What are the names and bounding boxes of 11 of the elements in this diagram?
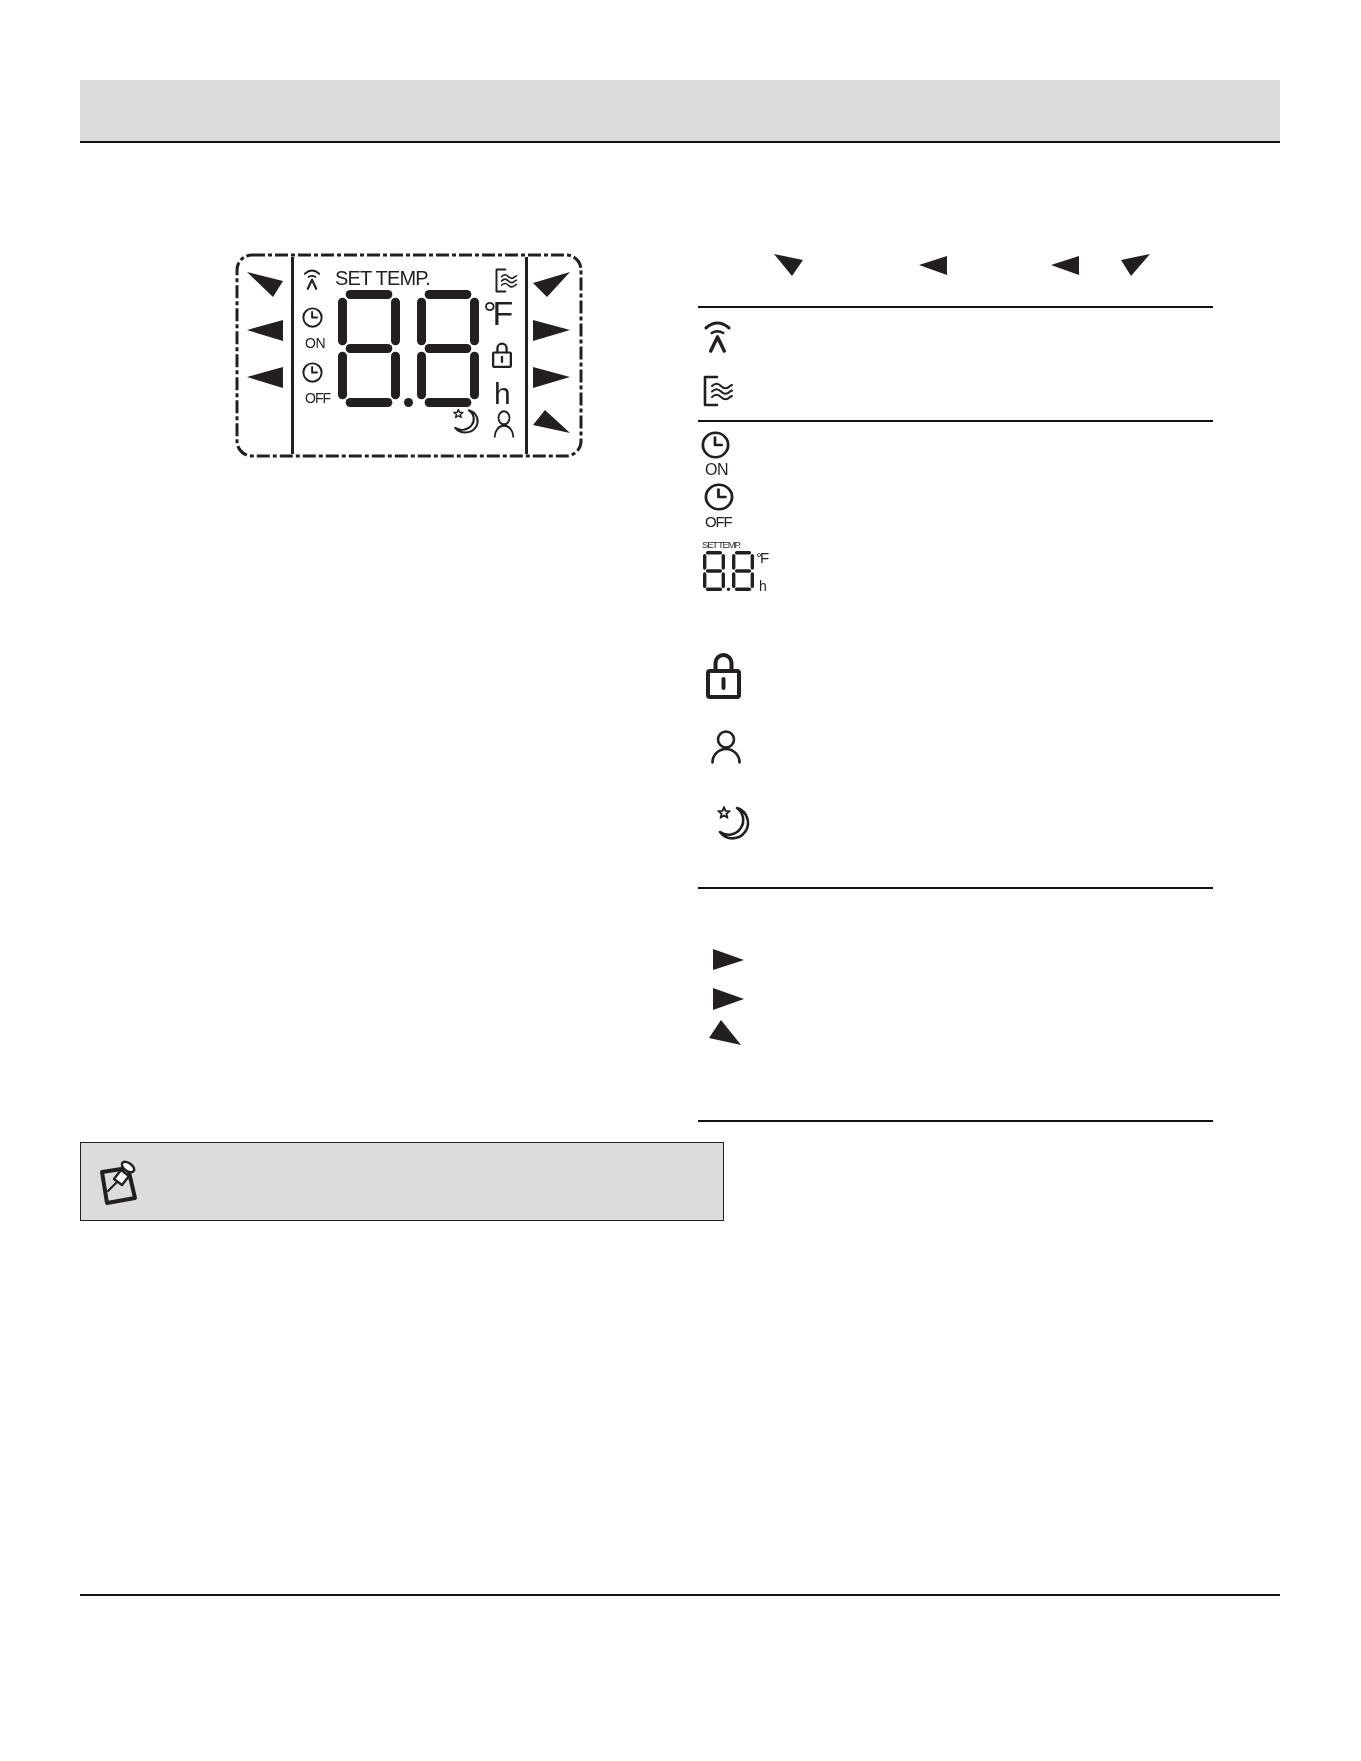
on-label: ON bbox=[705, 462, 728, 478]
fahrenheit-unit-label: °F bbox=[756, 550, 768, 565]
off-label: OFF bbox=[305, 391, 330, 405]
off-label: OFF bbox=[705, 514, 732, 529]
fahrenheit-unit-label: °F bbox=[483, 296, 510, 330]
lcd-display-panel bbox=[235, 253, 583, 458]
hour-unit-label: h bbox=[494, 379, 511, 409]
hour-unit-label: h bbox=[759, 579, 767, 593]
set-temp-label: SET TEMP. bbox=[335, 268, 431, 288]
set-temp-label: SET TEMP. bbox=[702, 540, 740, 550]
on-label: ON bbox=[305, 336, 325, 350]
